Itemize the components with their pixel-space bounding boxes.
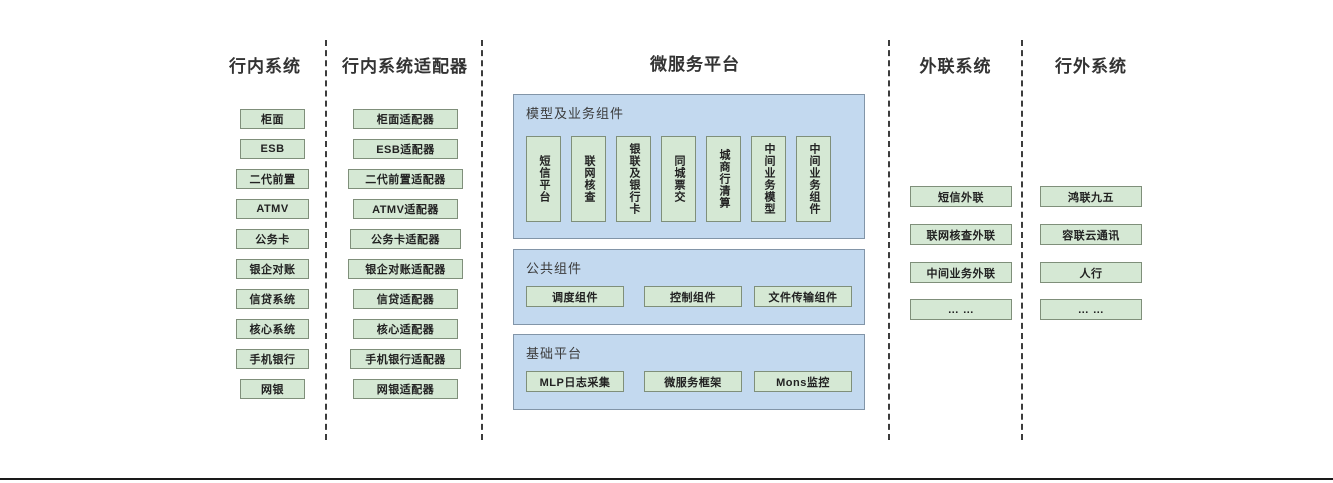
node-model-6[interactable]: 中间业务模型: [751, 136, 786, 222]
column-separator-4: [1021, 40, 1023, 440]
node-internal-1[interactable]: 柜面: [240, 109, 305, 129]
column-separator-3: [888, 40, 890, 440]
node-model-7-label: 中间业务组件: [808, 143, 820, 215]
node-external-4[interactable]: … …: [910, 299, 1012, 320]
node-internal-8[interactable]: 核心系统: [236, 319, 309, 339]
node-outside-3[interactable]: 人行: [1040, 262, 1142, 283]
node-adapter-2[interactable]: ESB适配器: [353, 139, 458, 159]
node-model-1-label: 短信平台: [538, 155, 550, 203]
column-separator-1: [325, 40, 327, 440]
node-outside-1[interactable]: 鸿联九五: [1040, 186, 1142, 207]
node-adapter-6[interactable]: 银企对账适配器: [348, 259, 463, 279]
column-separator-2: [481, 40, 483, 440]
node-internal-5[interactable]: 公务卡: [236, 229, 309, 249]
node-internal-4[interactable]: ATMV: [236, 199, 309, 219]
node-adapter-4[interactable]: ATMV适配器: [353, 199, 458, 219]
node-adapter-5[interactable]: 公务卡适配器: [350, 229, 461, 249]
bottom-divider: [0, 478, 1333, 480]
node-internal-7[interactable]: 信贷系统: [236, 289, 309, 309]
node-internal-10[interactable]: 网银: [240, 379, 305, 399]
node-adapter-1[interactable]: 柜面适配器: [353, 109, 458, 129]
node-base-2[interactable]: 微服务框架: [644, 371, 742, 392]
node-internal-2[interactable]: ESB: [240, 139, 305, 159]
column-title-internal-adapters: 行内系统适配器: [342, 57, 468, 76]
node-adapter-7[interactable]: 信贷适配器: [353, 289, 458, 309]
node-internal-9[interactable]: 手机银行: [236, 349, 309, 369]
node-external-2[interactable]: 联网核查外联: [910, 224, 1012, 245]
node-public-2[interactable]: 控制组件: [644, 286, 742, 307]
node-model-3[interactable]: 银联及银行卡: [616, 136, 651, 222]
node-internal-3[interactable]: 二代前置: [236, 169, 309, 189]
panel-title-base-platform: 基础平台: [526, 346, 583, 361]
node-outside-2[interactable]: 容联云通讯: [1040, 224, 1142, 245]
column-title-internal-systems: 行内系统: [229, 57, 301, 76]
node-external-1[interactable]: 短信外联: [910, 186, 1012, 207]
node-adapter-3[interactable]: 二代前置适配器: [348, 169, 463, 189]
panel-title-model-business-components: 模型及业务组件: [526, 106, 625, 121]
node-model-4[interactable]: 同城票交: [661, 136, 696, 222]
node-model-2-label: 联网核查: [583, 155, 595, 203]
node-model-7[interactable]: 中间业务组件: [796, 136, 831, 222]
panel-title-public-components: 公共组件: [526, 261, 583, 276]
node-external-3[interactable]: 中间业务外联: [910, 262, 1012, 283]
node-base-3[interactable]: Mons监控: [754, 371, 852, 392]
node-base-1[interactable]: MLP日志采集: [526, 371, 624, 392]
column-title-microservice-platform: 微服务平台: [650, 55, 740, 74]
node-model-5-label: 城商行清算: [718, 149, 730, 209]
node-outside-4[interactable]: … …: [1040, 299, 1142, 320]
node-model-5[interactable]: 城商行清算: [706, 136, 741, 222]
node-model-6-label: 中间业务模型: [763, 143, 775, 215]
column-title-outside-bank-systems: 行外系统: [1055, 57, 1127, 76]
node-model-4-label: 同城票交: [673, 155, 685, 203]
node-public-1[interactable]: 调度组件: [526, 286, 624, 307]
node-adapter-10[interactable]: 网银适配器: [353, 379, 458, 399]
node-adapter-8[interactable]: 核心适配器: [353, 319, 458, 339]
node-adapter-9[interactable]: 手机银行适配器: [350, 349, 461, 369]
node-model-1[interactable]: 短信平台: [526, 136, 561, 222]
node-internal-6[interactable]: 银企对账: [236, 259, 309, 279]
node-model-2[interactable]: 联网核查: [571, 136, 606, 222]
node-model-3-label: 银联及银行卡: [628, 143, 640, 215]
column-title-external-link-systems: 外联系统: [919, 57, 992, 76]
node-public-3[interactable]: 文件传输组件: [754, 286, 852, 307]
